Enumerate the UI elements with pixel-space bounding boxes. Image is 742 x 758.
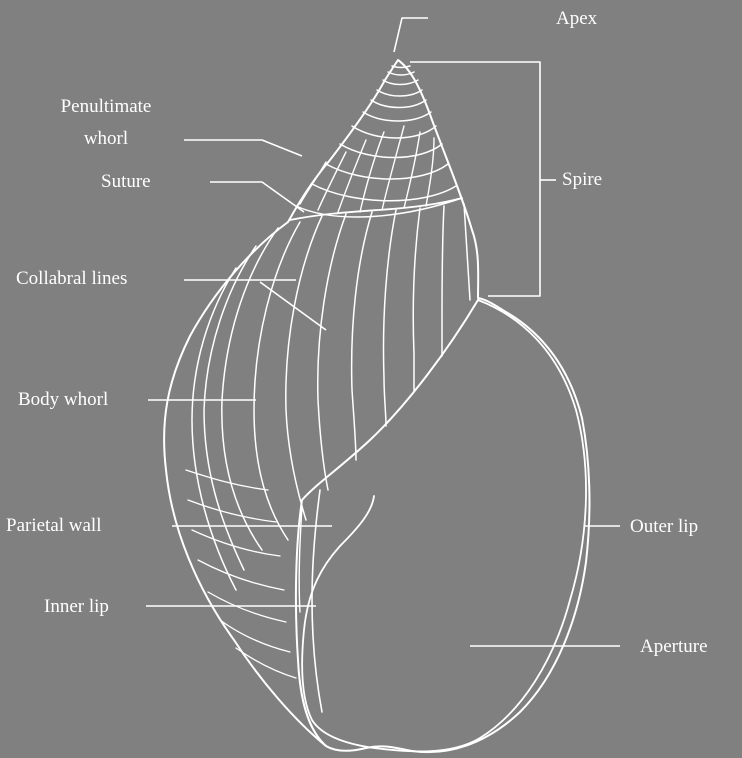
aperture-outline [296,300,478,746]
shell-outline [164,60,589,752]
spire-label: Spire [562,169,602,191]
penultimate-whorl-label-line2: whorl [38,128,174,150]
suture-label: Suture [101,171,151,193]
apex-leader [394,18,428,52]
apex-label: Apex [556,8,597,30]
spire-bracket [410,62,540,296]
inner-lip-line [312,490,322,712]
body-whorl-label: Body whorl [18,389,108,411]
parietal-wall-label: Parietal wall [6,515,102,537]
suture-leader [210,182,304,212]
inner-lip-label: Inner lip [44,596,109,618]
collabral-lines-label: Collabral lines [16,268,127,290]
penultimate-whorl-leader [184,140,302,156]
aperture-label: Aperture [640,636,708,658]
collabral-lines [192,204,470,590]
outer-lip-label: Outer lip [630,516,698,538]
collabral-leader-2 [260,282,326,330]
penultimate-whorl-label-line1: Penultimate [38,96,174,118]
